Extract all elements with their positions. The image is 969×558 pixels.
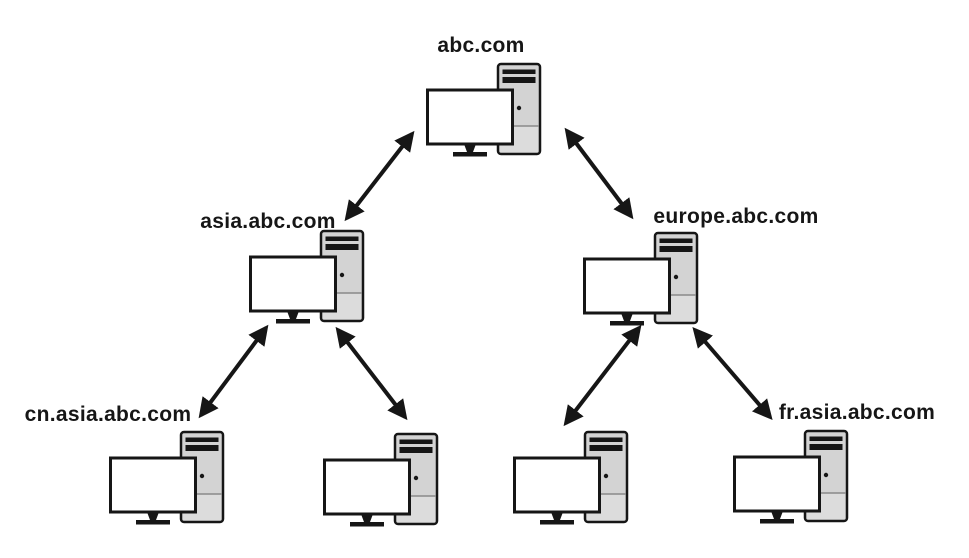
- arrow-asia-child2: [335, 326, 408, 421]
- node-unlabeled-right: [513, 430, 629, 526]
- desktop-computer-icon: [249, 229, 365, 325]
- arrow-asia-cn: [198, 324, 269, 419]
- arrow-root-europe: [564, 127, 634, 220]
- desktop-computer-icon: [733, 429, 849, 525]
- desktop-computer-icon: [513, 430, 629, 526]
- node-root: abc.com: [426, 34, 542, 158]
- node-asia-label: asia.abc.com: [200, 210, 336, 233]
- node-europe: europe.abc.com: [583, 205, 818, 327]
- node-europe-label: europe.abc.com: [653, 205, 818, 228]
- node-fr: fr.asia.abc.com: [733, 401, 935, 525]
- node-unlabeled-left: [323, 432, 439, 528]
- node-fr-label: fr.asia.abc.com: [779, 401, 935, 424]
- node-root-label: abc.com: [437, 34, 524, 57]
- node-cn: cn.asia.abc.com: [25, 403, 225, 526]
- connection-arrows: [198, 127, 773, 427]
- desktop-computer-icon: [583, 231, 699, 327]
- arrow-europe-fr: [692, 326, 773, 421]
- node-cn-label: cn.asia.abc.com: [25, 403, 192, 426]
- node-asia: asia.abc.com: [200, 210, 365, 325]
- arrow-root-asia: [344, 130, 415, 222]
- arrow-europe-child3: [563, 324, 642, 427]
- desktop-computer-icon: [109, 430, 225, 526]
- desktop-computer-icon: [323, 432, 439, 528]
- desktop-computer-icon: [426, 62, 542, 158]
